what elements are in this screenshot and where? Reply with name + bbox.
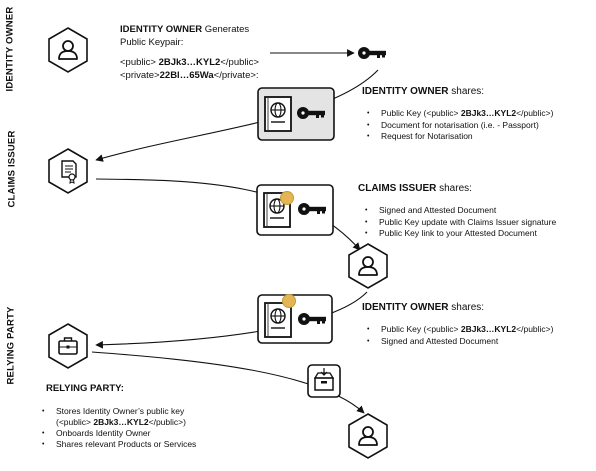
list-item: Signed and Attested Document [363, 205, 556, 217]
user-icon [358, 426, 378, 446]
certificate-icon [61, 160, 77, 184]
lane-label-claims-issuer: CLAIMS ISSUER [6, 130, 18, 208]
passport-key-card-3 [257, 294, 333, 344]
list-item: Public Key (<public> 2BJk3…KYL2</public>… [365, 108, 553, 120]
step2-heading: CLAIMS ISSUER shares: [358, 183, 472, 194]
passport-icon [264, 302, 292, 338]
list-item: Request for Notarisation [365, 131, 553, 143]
passport-icon [264, 96, 292, 132]
lane-label-identity-owner: IDENTITY OWNER [4, 6, 16, 92]
archive-card [307, 364, 341, 398]
step2-list: Signed and Attested Document Public Key … [363, 205, 556, 240]
step3-heading: IDENTITY OWNER shares: [362, 302, 485, 313]
private-key-value: 22Bl…65Wa [159, 69, 214, 81]
arrow-owner-to-issuer [95, 69, 379, 162]
key-icon [358, 47, 386, 59]
list-item: Public Key update with Claims Issuer sig… [363, 217, 556, 229]
list-item: Shares relevant Products or Services [40, 439, 196, 450]
briefcase-icon [58, 337, 78, 355]
archive-box-icon [313, 368, 335, 391]
claims-issuer-hexagon[interactable] [48, 148, 88, 194]
step1-heading: IDENTITY OWNER shares: [362, 86, 485, 97]
relying-party-hexagon[interactable] [48, 323, 88, 369]
seal-icon [280, 191, 294, 205]
arrow-issuer-to-owner [95, 178, 361, 251]
relying-party-heading: RELYING PARTY: [46, 383, 124, 394]
list-item: Stores Identity Owner’s public key (<pub… [40, 406, 196, 428]
keypair-generation-text: IDENTITY OWNER Generates Public Keypair:… [120, 24, 259, 81]
step3-list: Public Key (<public> 2BJk3…KYL2</public>… [365, 324, 553, 347]
actor-name: IDENTITY OWNER [120, 24, 203, 35]
user-icon [58, 40, 78, 60]
step1-list: Public Key (<public> 2BJk3…KYL2</public>… [365, 108, 553, 143]
identity-owner-hexagon-3[interactable] [348, 413, 388, 459]
passport-key-card-1 [257, 87, 335, 141]
seal-icon [282, 294, 296, 308]
relying-party-list: Stores Identity Owner’s public key (<pub… [40, 406, 196, 450]
user-icon [358, 256, 378, 276]
list-item: Public Key (<public> 2BJk3…KYL2</public>… [365, 324, 553, 336]
passport-key-card-2 [256, 184, 334, 236]
list-item: Onboards Identity Owner [40, 428, 196, 439]
arrow-relying-to-owner [91, 351, 365, 414]
list-item: Document for notarisation (i.e. - Passpo… [365, 120, 553, 132]
public-key-value: 2BJk3…KYL2 [158, 57, 221, 68]
identity-owner-hexagon[interactable] [48, 27, 88, 73]
lane-label-relying-party: RELYING PARTY [5, 306, 17, 385]
identity-owner-hexagon-2[interactable] [348, 243, 388, 289]
list-item: Signed and Attested Document [365, 336, 553, 348]
arrow-owner-to-relying [95, 291, 368, 349]
list-item: Public Key link to your Attested Documen… [363, 228, 556, 240]
